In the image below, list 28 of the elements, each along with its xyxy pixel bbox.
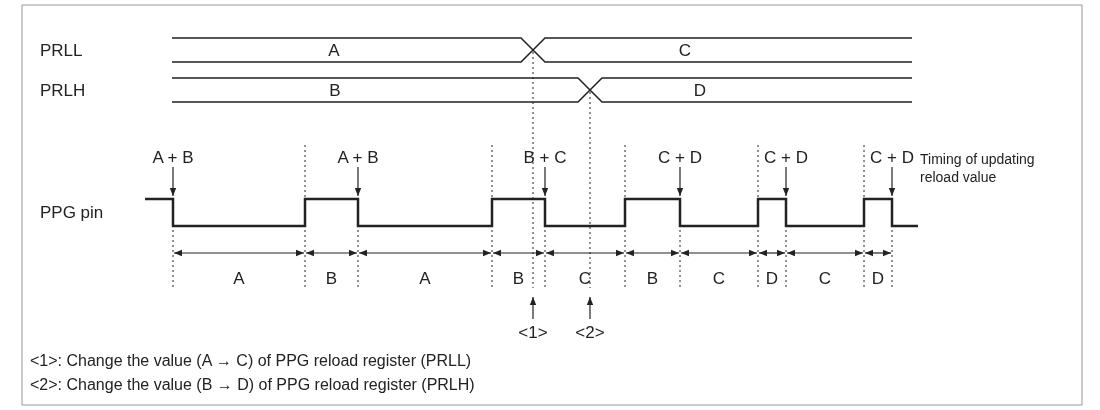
- marker-label: <2>: [575, 323, 605, 341]
- note-text: <1>: Change the value (A → C) of PPG reload register (PRLL): [30, 353, 472, 369]
- update-label: A + B: [337, 148, 379, 166]
- bus-value: C: [678, 41, 692, 59]
- interval-label: D: [765, 269, 779, 287]
- interval-label: D: [871, 269, 885, 287]
- signal-name: PRLL: [40, 41, 83, 59]
- marker-label: <1>: [518, 323, 548, 341]
- interval-label: C: [818, 269, 832, 287]
- interval-label: B: [512, 269, 525, 287]
- bus-value: B: [329, 81, 341, 99]
- update-label: C + D: [764, 148, 808, 166]
- update-note: Timing of updating reload value: [920, 150, 1036, 186]
- update-label: A + B: [152, 148, 194, 166]
- note-text: <2>: Change the value (B → D) of PPG reload register (PRLH): [30, 377, 475, 393]
- interval-label: B: [646, 269, 659, 287]
- update-label: C + D: [658, 148, 702, 166]
- bus-value: D: [693, 81, 707, 99]
- interval-label: C: [578, 269, 592, 287]
- interval-label: A: [419, 269, 431, 287]
- bus-value: A: [328, 41, 340, 59]
- signal-name: PRLH: [40, 81, 86, 99]
- update-label: C + D: [870, 148, 914, 166]
- update-label: B + C: [523, 148, 567, 166]
- interval-label: C: [712, 269, 726, 287]
- signal-name: PPG pin: [40, 203, 104, 221]
- interval-label: B: [325, 269, 338, 287]
- interval-label: A: [233, 269, 245, 287]
